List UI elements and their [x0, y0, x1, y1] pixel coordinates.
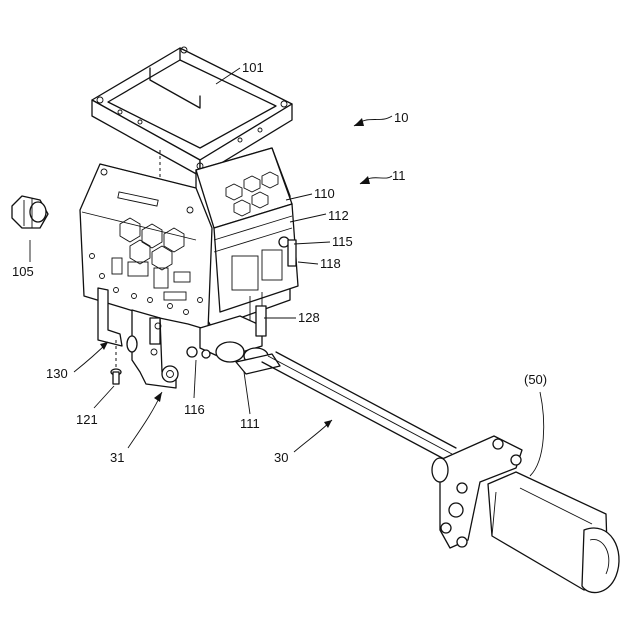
label-11: 11: [392, 168, 406, 183]
label-121: 121: [76, 412, 98, 427]
label-110: 110: [314, 186, 335, 201]
label-105: 105: [12, 264, 34, 279]
shaft-30: [262, 352, 456, 460]
label-128: 128: [298, 310, 320, 325]
knob-105: [12, 196, 48, 228]
label-30: 30: [274, 450, 288, 465]
label-118: 118: [320, 256, 341, 271]
label-130: 130: [46, 366, 68, 381]
label-10: 10: [394, 110, 408, 125]
label-50: (50): [524, 372, 547, 387]
end-unit-50: [432, 436, 619, 593]
label-101: 101: [242, 60, 264, 75]
label-116: 116: [184, 402, 205, 417]
label-31: 31: [110, 450, 124, 465]
label-111: 111: [240, 416, 260, 431]
label-115: 115: [332, 234, 353, 249]
label-112: 112: [328, 208, 349, 223]
